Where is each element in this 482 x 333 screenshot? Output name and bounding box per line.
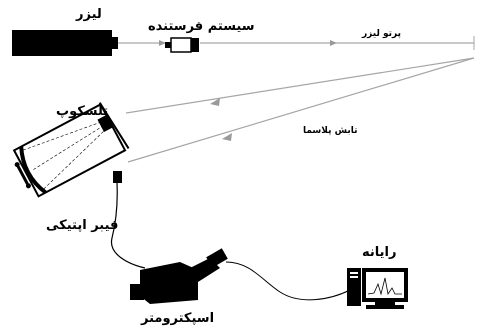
beam-arrowhead	[330, 40, 337, 46]
return-arrowhead-upper	[210, 98, 220, 106]
data-cable	[225, 261, 351, 301]
laser-beam-line	[118, 36, 475, 50]
computer-icon	[347, 268, 408, 309]
laser-device-icon	[12, 30, 118, 56]
plasma-return-rays	[125, 57, 475, 163]
optical-fiber-label: فیبر اپتیکی	[46, 218, 119, 233]
telescope-icon	[12, 102, 130, 198]
transmitter-icon	[165, 37, 199, 53]
plasma-emission-label: تابش پلاسما	[303, 126, 358, 136]
telescope-label: تلسکوپ	[56, 104, 109, 119]
fiber-connector-icon	[113, 171, 122, 183]
optical-fiber-cable	[110, 182, 146, 269]
laser-beam-label: پرتو لیزر	[362, 29, 401, 39]
computer-label: رایانه	[362, 245, 397, 260]
spectrometer-icon	[130, 248, 228, 304]
spectrometer-label: اسپکترومتر	[141, 311, 215, 326]
laser-label: لیزر	[76, 7, 102, 22]
transmitter-label: سیستم فرستنده	[148, 19, 255, 34]
spectrum-trace	[367, 277, 402, 296]
return-arrowhead-lower	[222, 133, 232, 141]
